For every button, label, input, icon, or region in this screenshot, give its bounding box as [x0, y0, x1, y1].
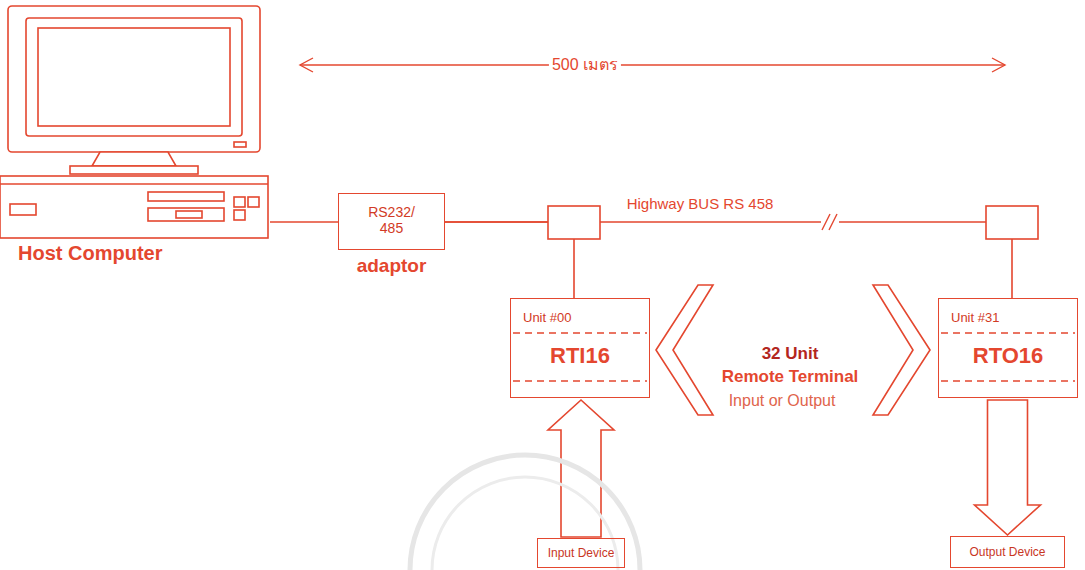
bus-label: Highway BUS RS 458 [624, 195, 777, 212]
break-mark [829, 214, 837, 230]
box-text: Unit #00 [523, 311, 571, 326]
watermark-arc [410, 455, 640, 570]
case-button [234, 210, 245, 220]
case-button [248, 197, 259, 207]
drive-slot [148, 208, 224, 221]
drive-slot [148, 192, 224, 201]
group-label: Input or Output [726, 392, 839, 410]
case-button [234, 197, 245, 207]
box-text: RTI16 [550, 343, 610, 368]
box-text: RS232/ 485 [361, 204, 423, 236]
monitor-foot [70, 166, 198, 174]
chevron-left [656, 285, 713, 415]
box-text: Input Device [548, 547, 615, 561]
dashed-separator [513, 332, 647, 333]
break-gap [821, 214, 839, 230]
box-text: Unit #31 [951, 311, 999, 326]
box-caption: adaptor [357, 255, 427, 277]
case-switch [10, 204, 36, 215]
signal-arrow [975, 400, 1041, 535]
monitor-led [234, 142, 246, 147]
chevron-right [873, 285, 930, 415]
monitor-bezel [26, 18, 242, 136]
system-case [0, 176, 268, 238]
dimension-arrow [300, 58, 313, 72]
bus-tap [986, 206, 1038, 239]
bus-tap [548, 206, 600, 239]
monitor-screen [38, 28, 230, 126]
adaptor-box: RS232/ 485adaptor [338, 193, 445, 250]
box-text: Output Device [969, 546, 1045, 560]
break-mark [822, 214, 830, 230]
group-label: Remote Terminal [719, 367, 862, 387]
remote-terminal-box: Unit #31RTO16 [938, 298, 1078, 398]
dashed-separator [941, 380, 1075, 381]
box-text: Host Computer [18, 242, 162, 265]
dashed-separator [513, 380, 647, 381]
monitor-case [8, 6, 260, 152]
watermark-arc [432, 477, 618, 570]
dimension-arrow [992, 58, 1005, 72]
box-text: RTO16 [973, 343, 1044, 368]
host-computer: Host Computer [0, 0, 270, 270]
dimension-line [300, 58, 1005, 72]
drive-door [176, 211, 202, 218]
group-label: 32 Unit [759, 344, 822, 364]
monitor-neck [92, 152, 176, 166]
dashed-separator [941, 332, 1075, 333]
remote-terminal-box: Unit #00RTI16 [510, 298, 650, 398]
dimension-line [300, 64, 1005, 65]
computer-illustration [0, 6, 268, 238]
case-line [0, 183, 268, 185]
device-box: Output Device [950, 536, 1065, 568]
bus-line [270, 221, 338, 223]
bus-line [445, 222, 1012, 298]
dimension-label: 500 เมตร [549, 56, 621, 74]
device-box: Input Device [537, 538, 625, 568]
